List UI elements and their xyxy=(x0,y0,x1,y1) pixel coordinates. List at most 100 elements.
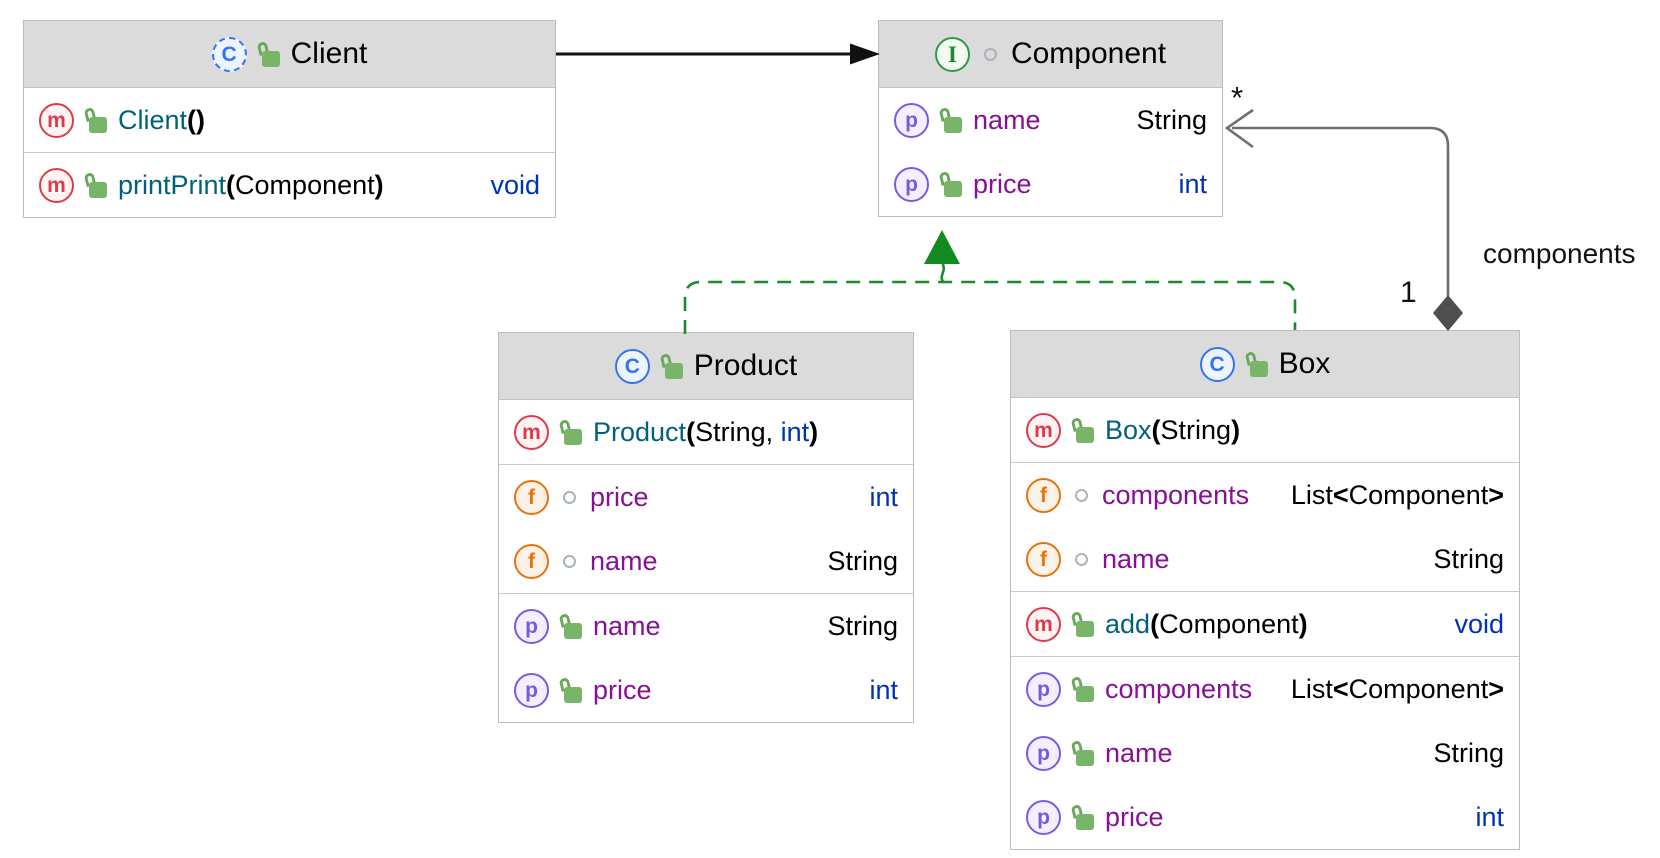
member-type: int xyxy=(869,481,898,512)
public-lock-icon xyxy=(940,108,962,133)
member-type: List<Component> xyxy=(1290,479,1504,510)
member-signature: price xyxy=(1105,801,1164,832)
class-header-component[interactable]: I Component xyxy=(879,21,1222,88)
property-icon: p xyxy=(1026,799,1061,835)
member-row-property[interactable]: p components List<Component> xyxy=(1011,657,1519,721)
member-row-property[interactable]: p name String xyxy=(1011,721,1519,785)
member-signature: name xyxy=(1102,543,1170,574)
property-icon: p xyxy=(1026,735,1061,771)
member-signature: Product(String, int) xyxy=(593,416,819,447)
property-icon: p xyxy=(514,608,549,644)
public-lock-icon xyxy=(1072,612,1094,637)
public-lock-icon xyxy=(1246,352,1268,377)
member-type: String xyxy=(827,610,898,641)
member-signature: Client() xyxy=(118,104,206,135)
class-box-component[interactable]: I Component p name String p price int xyxy=(878,20,1223,217)
member-row-field[interactable]: f name String xyxy=(499,529,913,593)
method-icon: m xyxy=(514,414,549,450)
member-signature: Box(String) xyxy=(1105,414,1241,445)
member-type: int xyxy=(1178,168,1207,199)
member-row-method[interactable]: m add(Component) void xyxy=(1011,592,1519,656)
public-lock-icon xyxy=(85,108,107,133)
package-private-icon xyxy=(983,47,997,61)
realization-arrowhead-icon xyxy=(924,230,960,264)
member-signature: name xyxy=(590,545,658,576)
package-private-icon xyxy=(563,554,576,568)
composition-target-multiplicity: * xyxy=(1231,80,1244,115)
public-lock-icon xyxy=(560,614,582,639)
realization-edge[interactable] xyxy=(683,280,1297,334)
member-row-property[interactable]: p name String xyxy=(499,594,913,658)
public-lock-icon xyxy=(1072,805,1094,830)
member-row-method[interactable]: m printPrint(Component) void xyxy=(24,153,555,217)
class-header-product[interactable]: C Product xyxy=(499,333,913,400)
property-icon: p xyxy=(894,102,929,138)
member-row-field[interactable]: f components List<Component> xyxy=(1011,463,1519,527)
member-signature: name xyxy=(593,610,661,641)
package-private-icon xyxy=(1075,488,1088,502)
member-type: List<Component> xyxy=(1290,673,1504,704)
property-icon: p xyxy=(1026,671,1061,707)
public-lock-icon xyxy=(661,354,683,379)
public-lock-icon xyxy=(940,172,962,197)
member-signature: price xyxy=(593,674,652,705)
public-lock-icon xyxy=(258,42,280,67)
member-row-property[interactable]: p price int xyxy=(879,152,1222,216)
member-type: void xyxy=(490,169,540,200)
member-signature: printPrint(Component) xyxy=(118,169,384,200)
field-icon: f xyxy=(514,479,549,515)
public-lock-icon xyxy=(560,420,582,445)
member-type: int xyxy=(869,674,898,705)
member-row-constructor[interactable]: m Product(String, int) xyxy=(499,400,913,464)
member-signature: name xyxy=(1105,737,1173,768)
class-box-box[interactable]: C Box m Box(String) f components List<Co… xyxy=(1010,330,1520,850)
dependency-arrowhead-icon xyxy=(850,43,880,65)
composition-source-multiplicity: 1 xyxy=(1400,276,1417,309)
member-type: String xyxy=(1433,737,1504,768)
method-icon: m xyxy=(1026,412,1061,448)
public-lock-icon xyxy=(1072,677,1094,702)
composition-diamond-icon xyxy=(1433,295,1463,331)
field-icon: f xyxy=(514,543,549,579)
member-row-field[interactable]: f name String xyxy=(1011,527,1519,591)
member-row-constructor[interactable]: m Box(String) xyxy=(1011,398,1519,462)
member-row-constructor[interactable]: m Client() xyxy=(24,88,555,152)
member-signature: add(Component) xyxy=(1105,608,1308,639)
realization-stem xyxy=(940,263,946,283)
package-private-icon xyxy=(1075,552,1088,566)
composition-edge[interactable] xyxy=(1232,126,1450,296)
member-signature: components xyxy=(1105,673,1253,704)
package-private-icon xyxy=(563,490,576,504)
member-signature: price xyxy=(973,168,1032,199)
method-icon: m xyxy=(1026,606,1061,642)
member-row-field[interactable]: f price int xyxy=(499,465,913,529)
member-signature: components xyxy=(1102,479,1250,510)
member-row-property[interactable]: p price int xyxy=(1011,785,1519,849)
member-type: String xyxy=(1433,543,1504,574)
member-signature: name xyxy=(973,104,1041,135)
public-lock-icon xyxy=(85,173,107,198)
member-type: void xyxy=(1454,608,1504,639)
class-icon: C xyxy=(614,348,650,384)
public-lock-icon xyxy=(560,678,582,703)
method-icon: m xyxy=(39,102,74,138)
class-title: Component xyxy=(1010,37,1167,70)
class-box-product[interactable]: C Product m Product(String, int) f price… xyxy=(498,332,914,723)
member-signature: price xyxy=(590,481,649,512)
class-title: Box xyxy=(1278,347,1331,380)
member-type: String xyxy=(1136,104,1207,135)
property-icon: p xyxy=(514,672,549,708)
class-header-box[interactable]: C Box xyxy=(1011,331,1519,398)
property-icon: p xyxy=(894,166,929,202)
class-box-client[interactable]: C Client m Client() m printPrint(Compone… xyxy=(23,20,556,218)
class-header-client[interactable]: C Client xyxy=(24,21,555,88)
interface-icon: I xyxy=(934,36,970,72)
member-row-property[interactable]: p name String xyxy=(879,88,1222,152)
public-lock-icon xyxy=(1072,741,1094,766)
member-type: String xyxy=(827,545,898,576)
member-row-property[interactable]: p price int xyxy=(499,658,913,722)
member-type: int xyxy=(1475,801,1504,832)
class-title: Product xyxy=(693,349,798,382)
class-icon: C xyxy=(211,36,247,72)
